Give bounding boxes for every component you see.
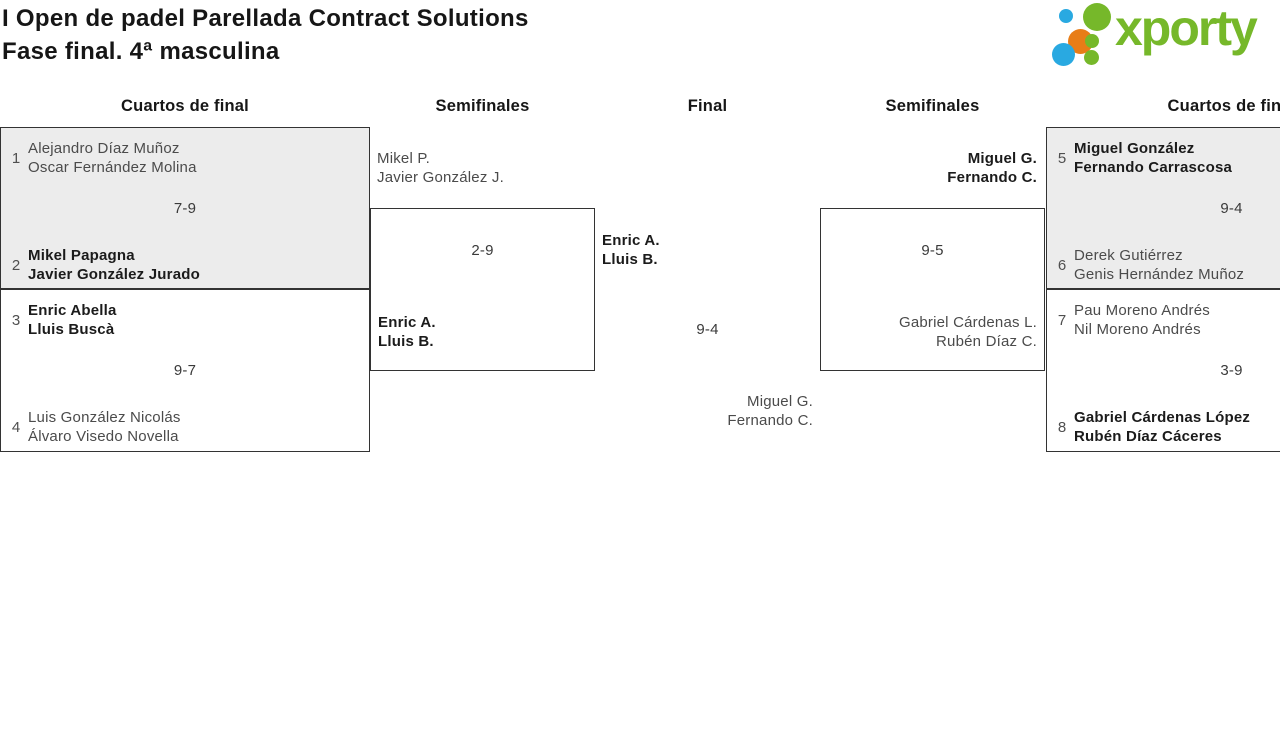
team-pair-loser: Gabriel Cárdenas L. Rubén Díaz C.: [899, 313, 1037, 351]
team-pair-winner: Mikel Papagna Javier González Jurado: [28, 246, 200, 284]
team-pair-winner: Enric A. Lluis B.: [378, 313, 436, 351]
match-quarterfinal-left-1[interactable]: 1 Alejandro Díaz Muñoz Oscar Fernández M…: [0, 127, 370, 289]
round-header-final: Final: [687, 97, 728, 115]
match-score: 9-4: [1220, 200, 1243, 217]
match-quarterfinal-left-2[interactable]: 3 Enric Abella Lluis Buscà 9-7 4 Luis Go…: [0, 289, 370, 452]
seed-number: 1: [11, 150, 21, 167]
player-name: Javier González J.: [377, 169, 504, 186]
player-name: Pau Moreno Andrés: [1074, 302, 1210, 319]
player-name: Fernando C.: [947, 169, 1037, 186]
round-header-quarterfinals-right: Cuartos de final: [1167, 97, 1280, 115]
match-score: 2-9: [471, 242, 494, 259]
player-name: Rubén Díaz Cáceres: [1074, 428, 1222, 445]
player-name: Nil Moreno Andrés: [1074, 321, 1201, 338]
logo-dot-green-small: [1084, 50, 1099, 65]
team-pair-loser: Derek Gutiérrez Genis Hernández Muñoz: [1074, 246, 1244, 284]
page-title: I Open de padel Parellada Contract Solut…: [2, 2, 529, 68]
team-pair-loser: Alejandro Díaz Muñoz Oscar Fernández Mol…: [28, 139, 197, 177]
seed-number: 2: [11, 257, 21, 274]
round-header-semifinals-right: Semifinales: [885, 97, 980, 115]
player-name: Lluis B.: [378, 333, 434, 350]
match-score: 9-5: [921, 242, 944, 259]
match-quarterfinal-right-2[interactable]: 7 Pau Moreno Andrés Nil Moreno Andrés 3-…: [1046, 289, 1280, 452]
team-pair-loser: Miguel G. Fernando C.: [595, 392, 813, 430]
player-name: Oscar Fernández Molina: [28, 159, 197, 176]
logo-dot-green-large: [1083, 3, 1111, 31]
player-name: Álvaro Visedo Novella: [28, 428, 179, 445]
player-name: Enric A.: [378, 314, 436, 331]
seed-number: 8: [1057, 419, 1067, 436]
player-name: Mikel Papagna: [28, 247, 135, 264]
team-pair-winner: Miguel González Fernando Carrascosa: [1074, 139, 1232, 177]
team-pair-winner: Enric A. Lluis B.: [602, 231, 660, 269]
player-name: Enric A.: [602, 232, 660, 249]
team-pair-loser: Mikel P. Javier González J.: [377, 149, 504, 187]
logo-dot-blue-small: [1059, 9, 1073, 23]
seed-number: 7: [1057, 312, 1067, 329]
team-pair-loser: Luis González Nicolás Álvaro Visedo Nove…: [28, 408, 181, 446]
player-name: Fernando C.: [727, 412, 813, 429]
player-name: Miguel González: [1074, 140, 1195, 157]
player-name: Javier González Jurado: [28, 266, 200, 283]
player-name: Alejandro Díaz Muñoz: [28, 140, 180, 157]
team-pair-winner: Enric Abella Lluis Buscà: [28, 301, 117, 339]
player-name: Genis Hernández Muñoz: [1074, 266, 1245, 283]
logo-wordmark: xporty: [1115, 0, 1258, 56]
player-name: Luis González Nicolás: [28, 409, 181, 426]
seed-number: 5: [1057, 150, 1067, 167]
match-score: 7-9: [173, 200, 197, 217]
player-name: Gabriel Cárdenas López: [1074, 409, 1251, 426]
match-semifinal-right[interactable]: 9-5 Gabriel Cárdenas L. Rubén Díaz C.: [820, 208, 1045, 371]
round-header-semifinals-left: Semifinales: [435, 97, 530, 115]
player-name: Rubén Díaz C.: [936, 333, 1037, 350]
seed-number: 3: [11, 312, 21, 329]
team-pair-winner: Gabriel Cárdenas López Rubén Díaz Cácere…: [1074, 408, 1250, 446]
phase-name: Fase final. 4ª masculina: [2, 38, 280, 65]
team-pair-winner: Miguel G. Fernando C.: [820, 149, 1037, 187]
match-semifinal-left[interactable]: 2-9 Enric A. Lluis B.: [370, 208, 595, 371]
player-name: Lluis Buscà: [28, 321, 115, 338]
team-pair-loser: Pau Moreno Andrés Nil Moreno Andrés: [1074, 301, 1210, 339]
seed-number: 6: [1057, 257, 1067, 274]
logo-dot-blue-medium: [1052, 43, 1075, 66]
seed-number: 4: [11, 419, 21, 436]
tournament-name: I Open de padel Parellada Contract Solut…: [2, 5, 529, 32]
player-name: Mikel P.: [377, 150, 431, 167]
match-quarterfinal-right-1[interactable]: 5 Miguel González Fernando Carrascosa 9-…: [1046, 127, 1280, 289]
player-name: Lluis B.: [602, 251, 658, 268]
player-name: Miguel G.: [967, 150, 1037, 167]
logo-dot-green-mid: [1085, 34, 1099, 48]
player-name: Derek Gutiérrez: [1074, 247, 1183, 264]
round-header-quarterfinals-left: Cuartos de final: [121, 97, 249, 115]
player-name: Fernando Carrascosa: [1074, 159, 1233, 176]
match-score: 3-9: [1220, 362, 1243, 379]
player-name: Miguel G.: [747, 393, 813, 410]
xporty-logo[interactable]: xporty: [1045, 0, 1280, 72]
match-score: 9-4: [696, 321, 719, 338]
player-name: Gabriel Cárdenas L.: [898, 314, 1037, 331]
match-score: 9-7: [173, 362, 197, 379]
player-name: Enric Abella: [28, 302, 117, 319]
